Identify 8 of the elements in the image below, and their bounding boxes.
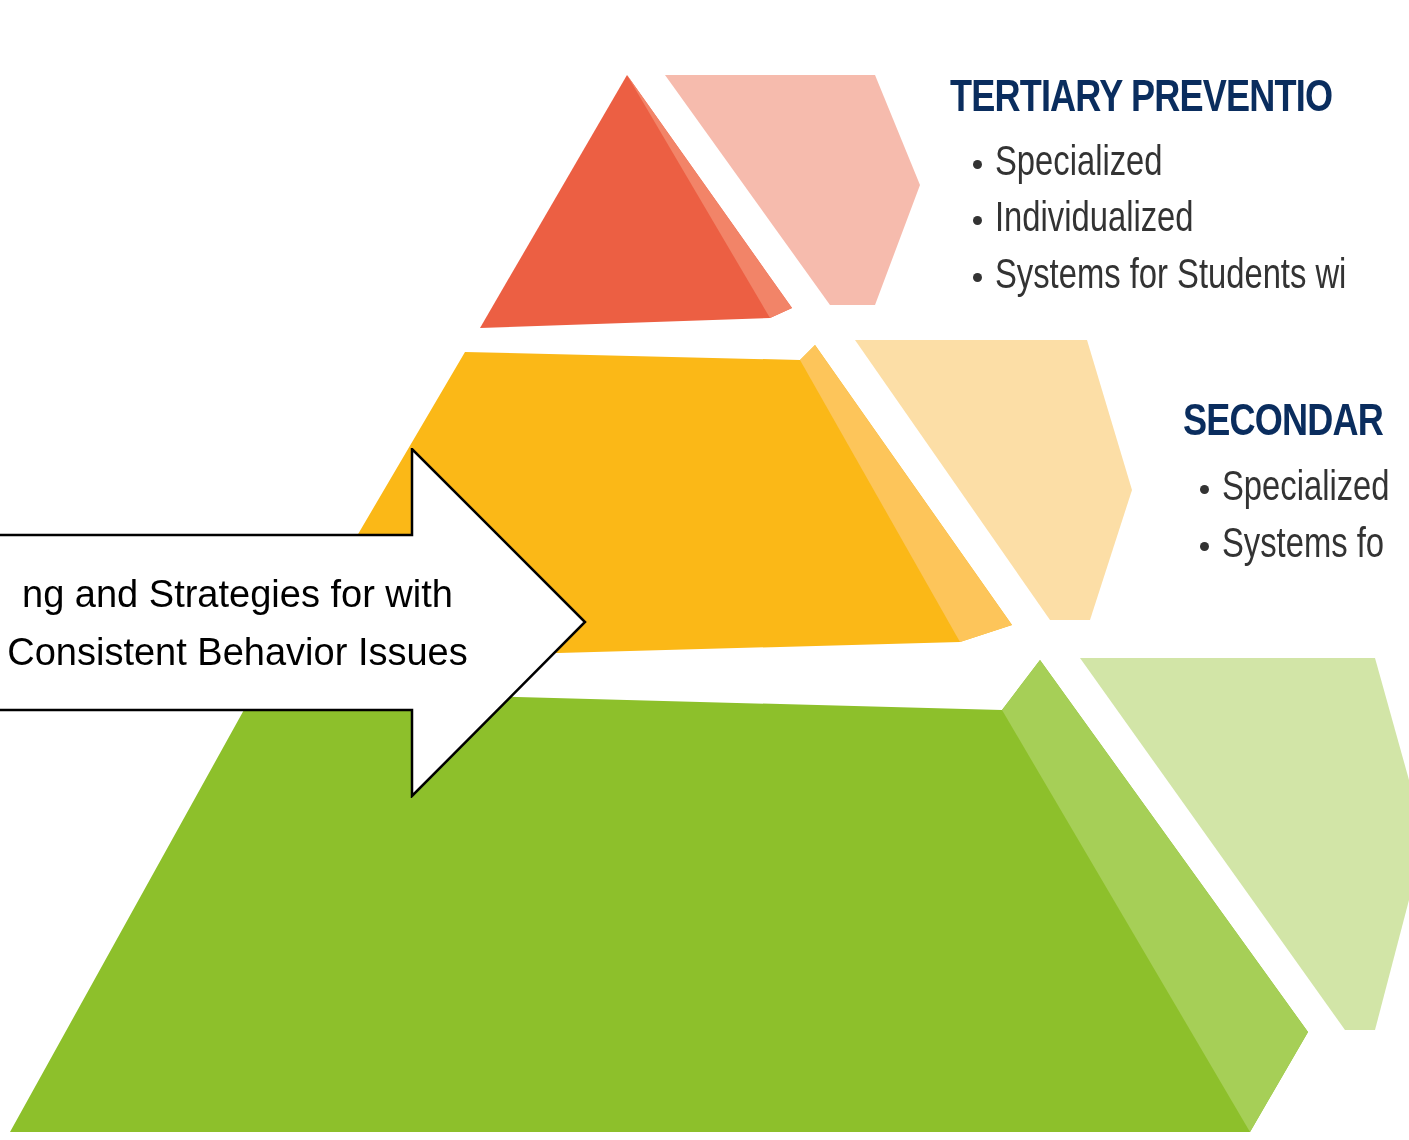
- bullet-item: Specialized: [1222, 465, 1390, 507]
- bullet-item: Individualized: [995, 196, 1194, 238]
- bullet-item: Systems for Students wi: [995, 253, 1347, 295]
- bullet-item: Specialized: [995, 140, 1163, 182]
- bullet-item: Systems fo: [1222, 522, 1385, 564]
- callout-text: ng and Strategies for with Consistent Behavior Issues: [6, 571, 469, 675]
- tier-heading: SECONDAR: [1183, 398, 1383, 442]
- tier-heading: TERTIARY PREVENTIO: [950, 74, 1333, 118]
